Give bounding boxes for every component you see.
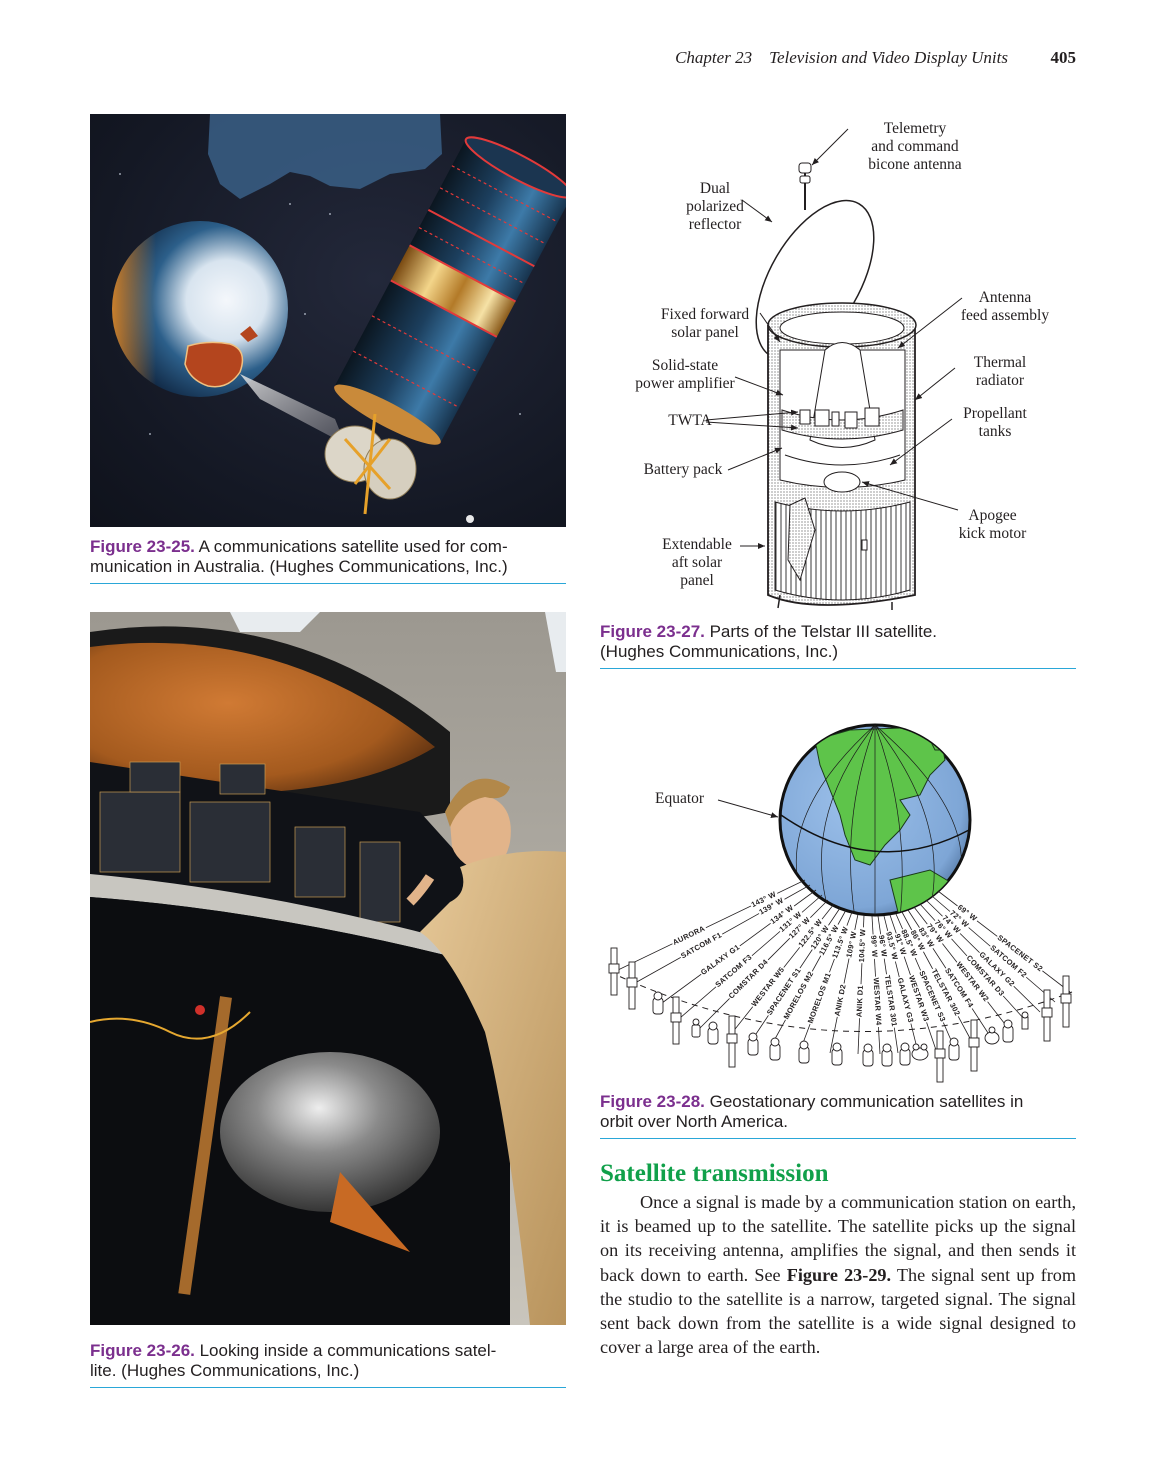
figure-23-25-image <box>90 114 566 527</box>
figure-23-25-caption: Figure 23-25. A communications satellite… <box>90 537 566 584</box>
label-line: Antenna <box>978 289 1032 306</box>
label-line: power amplifier <box>635 375 735 392</box>
telstar-satellite-drawing <box>705 128 963 610</box>
caption-text: munication in Australia. (Hughes Communi… <box>90 557 508 576</box>
label-propellant-tanks: Propellant tanks <box>955 405 1035 441</box>
label-line: panel <box>680 572 714 589</box>
label-extendable-aft-solar-panel: Extendable aft solar panel <box>652 536 742 590</box>
figure-23-28-caption: Figure 23-28. Geostationary communicatio… <box>600 1092 1076 1139</box>
label-line: aft solar <box>671 554 723 571</box>
figure-23-27-diagram: Telemetry and command bicone antenna Dua… <box>600 110 1076 610</box>
label-line: radiator <box>975 372 1025 389</box>
satellite-label: 96° W <box>877 935 889 959</box>
label-line: solar panel <box>671 324 739 341</box>
caption-text: lite. (Hughes Communications, Inc.) <box>90 1361 360 1380</box>
label-line: Solid-state <box>651 357 719 374</box>
running-header: Chapter 23 Television and Video Display … <box>600 48 1076 72</box>
label-line: Propellant <box>963 405 1027 422</box>
satellite-label: ANIK D1 <box>855 985 865 1017</box>
satellite-label: ANIK D2 <box>833 983 848 1016</box>
label-telemetry-antenna: Telemetry and command bicone antenna <box>855 120 975 174</box>
section-heading: Satellite transmission <box>600 1160 829 1187</box>
label-solid-state-power-amplifier: Solid-state power amplifier <box>630 357 740 393</box>
caption-text: (Hughes Communications, Inc.) <box>600 642 839 661</box>
caption-text: Geostationary communication satellites i… <box>704 1092 1024 1111</box>
paragraph-text: The signal sent up from the studio to th… <box>600 1264 1076 1358</box>
label-line: Dual <box>699 180 731 197</box>
label-line: reflector <box>688 216 742 233</box>
caption-text: Parts of the Telstar III satellite. <box>704 622 937 641</box>
label-fixed-forward-solar-panel: Fixed forward solar panel <box>650 306 760 342</box>
label-line: Telemetry <box>883 120 947 137</box>
label-line: kick motor <box>958 525 1027 542</box>
body-paragraph: Once a signal is made by a communication… <box>600 1190 1076 1359</box>
label-line: TWTA <box>668 412 712 429</box>
figure-label: Figure 23-28. <box>600 1092 705 1111</box>
caption-text: orbit over North America. <box>600 1112 789 1131</box>
label-line: Extendable <box>662 536 732 553</box>
technician-satellite-photo <box>90 612 566 1325</box>
satellite-label: 104.5° W <box>857 928 867 962</box>
figure-label: Figure 23-27. <box>600 622 705 641</box>
paragraph-text: Once a signal is made by a communication… <box>600 1192 1076 1285</box>
figure-label: Figure 23-26. <box>90 1341 195 1360</box>
label-dual-polarized-reflector: Dual polarized reflector <box>670 180 760 234</box>
satellite-label: 99° W <box>869 935 879 958</box>
label-line: tanks <box>978 423 1012 440</box>
figure-23-27-caption: Figure 23-27. Parts of the Telstar III s… <box>600 622 1076 669</box>
satellite-australia-illustration <box>112 114 566 523</box>
label-apogee-kick-motor: Apogee kick motor <box>940 507 1045 543</box>
caption-text: A communications satellite used for com- <box>194 537 508 556</box>
figure-reference: Figure 23-29. <box>786 1264 892 1285</box>
label-battery-pack: Battery pack <box>638 461 728 479</box>
satellite-icons <box>608 947 1072 1083</box>
label-line: feed assembly <box>960 307 1050 324</box>
satellite-label: WESTAR W4 <box>872 977 884 1026</box>
label-line: Thermal <box>973 354 1027 371</box>
label-line: Apogee <box>968 507 1017 524</box>
chapter-title: Chapter 23 Television and Video Display … <box>675 48 1008 67</box>
page-number: 405 <box>1050 48 1077 67</box>
figure-label: Figure 23-25. <box>90 537 195 556</box>
label-thermal-radiator: Thermal radiator <box>960 354 1040 390</box>
label-line: Fixed forward <box>660 306 750 323</box>
label-line: Battery pack <box>643 461 723 478</box>
caption-text: Looking inside a communications satel- <box>194 1341 497 1360</box>
label-line: polarized <box>686 198 744 215</box>
equator-label: Equator <box>655 790 705 807</box>
figure-23-26-image <box>90 612 566 1325</box>
label-twta: TWTA <box>660 412 720 430</box>
label-line: bicone antenna <box>868 156 962 173</box>
label-line: and command <box>871 138 959 155</box>
label-antenna-feed-assembly: Antenna feed assembly <box>940 289 1070 325</box>
figure-23-26-caption: Figure 23-26. Looking inside a communica… <box>90 1341 566 1388</box>
